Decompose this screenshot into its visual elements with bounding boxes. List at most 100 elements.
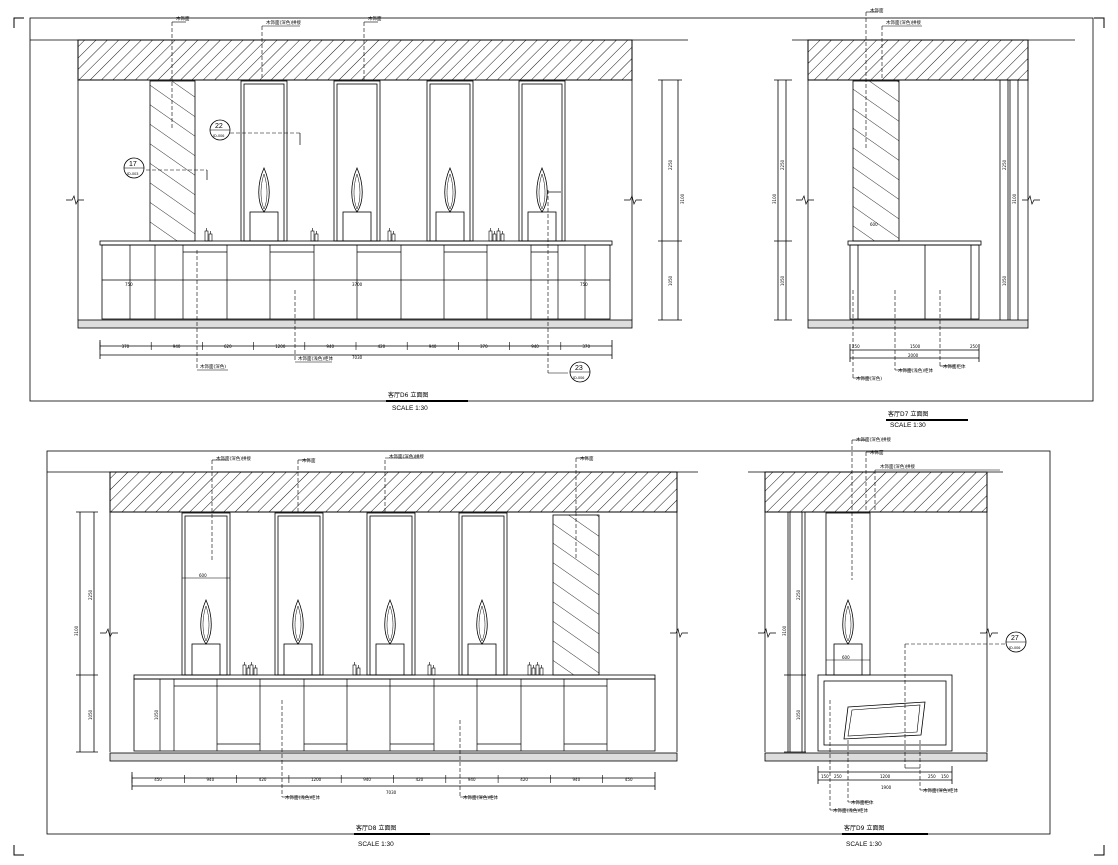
ceiling-hatch-d8 bbox=[109, 471, 678, 513]
ceiling-hatch-d7 bbox=[807, 39, 1029, 81]
d6-callout-1: 木饰面 bbox=[176, 15, 190, 22]
dim-label: 940 bbox=[531, 344, 539, 349]
svg-text:ID-006: ID-006 bbox=[213, 134, 224, 138]
d8-callout-bottom-1: 木饰面(浅色)柜体 bbox=[285, 794, 321, 801]
d9-title: 客厅D9 立面图 bbox=[844, 824, 884, 832]
d6-right-dim-2: 1050 bbox=[668, 275, 673, 286]
d9-scale: SCALE 1:30 bbox=[846, 841, 882, 848]
d7-callout-2: 木饰面(深色)拼接 bbox=[886, 19, 922, 26]
dim-label: 940 bbox=[468, 777, 476, 782]
d6-callout-3: 木饰面 bbox=[368, 15, 382, 22]
d6-scale: SCALE 1:30 bbox=[392, 405, 428, 412]
glass-panel-d6 bbox=[149, 80, 196, 242]
dim-label: 940 bbox=[326, 344, 334, 349]
d7-dim-total: 2000 bbox=[908, 353, 919, 358]
dim-label: 940 bbox=[429, 344, 437, 349]
d9-left-dim-3: 3100 bbox=[782, 625, 787, 636]
d7-right-dim-3: 3100 bbox=[1012, 193, 1017, 204]
dim-label: 420 bbox=[259, 777, 267, 782]
frame-d6 bbox=[29, 17, 1094, 402]
dim-label: 420 bbox=[416, 777, 424, 782]
dim-label: 420 bbox=[378, 344, 386, 349]
d7-title: 客厅D7 立面图 bbox=[888, 410, 928, 418]
d8-scale: SCALE 1:30 bbox=[358, 841, 394, 848]
d6-inner-dim-3: 750 bbox=[580, 282, 588, 287]
dim-label: 450 bbox=[154, 777, 162, 782]
glass-panel-d8 bbox=[552, 514, 600, 676]
d7-left-dim-3: 3100 bbox=[772, 193, 777, 204]
detail-bubble-27: 27 ID-006 bbox=[1005, 631, 1027, 653]
d7-left-dim-2: 1050 bbox=[780, 275, 785, 286]
dim-label: 940 bbox=[363, 777, 371, 782]
d7-dim-1: 250 bbox=[852, 344, 860, 349]
d8-title: 客厅D8 立面图 bbox=[356, 824, 396, 832]
d8-callout-3: 木饰面(深色)拼接 bbox=[389, 453, 425, 460]
d6-dim-total: 7030 bbox=[352, 355, 363, 360]
d9-callout-bottom-1: 木饰面(浅色)柜体 bbox=[833, 807, 869, 814]
d7-callout-bottom-1: 木饰面(深色) bbox=[856, 375, 882, 382]
d8-left-dim-1: 2250 bbox=[88, 589, 93, 600]
d9-dim-1: 150 bbox=[821, 774, 829, 779]
elevation-view-d9 bbox=[748, 439, 1005, 835]
dim-label: 370 bbox=[582, 344, 590, 349]
d7-right-dim-1: 2250 bbox=[1002, 159, 1007, 170]
d6-right-dim-1: 2250 bbox=[668, 159, 673, 170]
d7-dim-2: 1500 bbox=[910, 344, 921, 349]
d8-inner-dim-1: 600 bbox=[199, 573, 207, 578]
d8-callout-4: 木饰面 bbox=[580, 455, 594, 462]
svg-text:22: 22 bbox=[215, 123, 223, 130]
d8-callout-bottom-2: 木饰面(深色)柜体 bbox=[463, 794, 499, 801]
d9-callout-bottom-3: 木饰面(深色)柜体 bbox=[923, 787, 959, 794]
svg-text:27: 27 bbox=[1011, 635, 1019, 642]
svg-text:ID-006: ID-006 bbox=[1009, 646, 1020, 650]
dim-label: 370 bbox=[122, 344, 130, 349]
detail-bubble-22: 22 ID-006 bbox=[209, 119, 231, 141]
dim-label: 420 bbox=[520, 777, 528, 782]
detail-bubble-17: 17 ID-003 bbox=[123, 157, 145, 179]
ceiling-hatch-d6 bbox=[77, 39, 633, 81]
dim-label: 620 bbox=[224, 344, 232, 349]
d9-callout-2: 木饰面 bbox=[870, 449, 884, 456]
d7-dim-3: 250 bbox=[970, 344, 978, 349]
d9-dim-4: 250 bbox=[928, 774, 936, 779]
d8-annotations: 木饰面(深色)拼接 木饰面 木饰面(深色)拼接 木饰面 木饰面(浅色)柜体 木饰… bbox=[74, 453, 633, 848]
frame-d8 bbox=[46, 450, 1051, 835]
dim-label: 940 bbox=[573, 777, 581, 782]
glass-panel-d7 bbox=[852, 80, 900, 242]
d8-left-dim-3: 3100 bbox=[74, 625, 79, 636]
d7-callout-bottom-3: 木饰面柜体 bbox=[943, 363, 966, 370]
d9-callout-3: 木饰面(深色)拼接 bbox=[880, 463, 916, 470]
d6-title: 客厅D6 立面图 bbox=[388, 391, 428, 399]
break-markers bbox=[66, 194, 1040, 639]
elevation-view-d7 bbox=[774, 11, 1075, 421]
d9-left-dim-2: 1050 bbox=[796, 709, 801, 720]
d6-right-dim-3: 3100 bbox=[680, 193, 685, 204]
d8-dim-total: 7030 bbox=[386, 790, 397, 795]
d7-left-dim-1: 2250 bbox=[780, 159, 785, 170]
d7-callout-1: 木饰面 bbox=[870, 7, 884, 14]
svg-text:ID-003: ID-003 bbox=[127, 172, 138, 176]
d7-callout-bottom-2: 木饰面(浅色)柜体 bbox=[898, 367, 934, 374]
sheet-corner-marks bbox=[13, 17, 1105, 856]
ceiling-hatch-d9 bbox=[764, 471, 988, 513]
elevation-view-d8 bbox=[46, 450, 1051, 835]
d6-inner-dim-2: 3700 bbox=[352, 282, 363, 287]
d9-callout-bottom-2: 木饰面柜体 bbox=[851, 799, 874, 806]
svg-text:ID-006: ID-006 bbox=[573, 376, 584, 380]
d9-dim-2: 250 bbox=[834, 774, 842, 779]
d7-right-dim-2: 1050 bbox=[1002, 275, 1007, 286]
d7-inner-dim-1: 600 bbox=[870, 222, 878, 227]
d8-callout-2: 木饰面 bbox=[302, 457, 316, 464]
d6-inner-dim-1: 750 bbox=[125, 282, 133, 287]
d7-annotations: 木饰面 木饰面(深色)拼接 木饰面(深色) 木饰面(浅色)柜体 木饰面柜体 25… bbox=[772, 7, 1017, 429]
dim-label: 450 bbox=[625, 777, 633, 782]
dim-label: 1200 bbox=[311, 777, 322, 782]
dim-label: 940 bbox=[173, 344, 181, 349]
d9-annotations: 木饰面(深色)拼接 木饰面 木饰面(深色)拼接 木饰面(浅色)柜体 木饰面柜体 … bbox=[782, 436, 1027, 848]
d9-dim-total: 1900 bbox=[881, 785, 892, 790]
d9-inner-dim-1: 600 bbox=[842, 655, 850, 660]
d9-dim-3: 1200 bbox=[880, 774, 891, 779]
